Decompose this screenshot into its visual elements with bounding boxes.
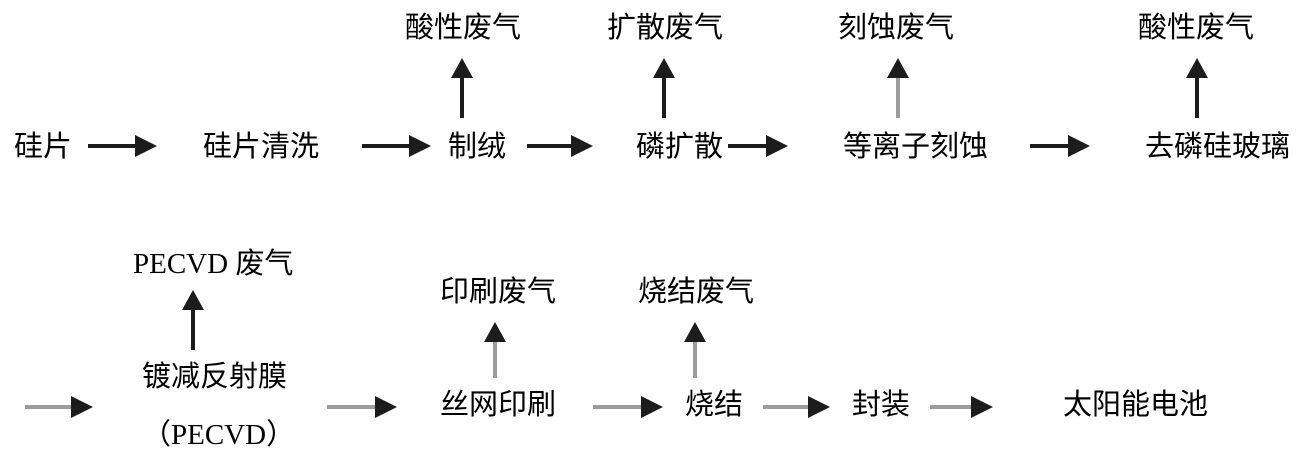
emission-arrow-up-sintering <box>684 322 706 378</box>
arrow-head <box>887 58 909 78</box>
arrow-head <box>971 396 993 418</box>
step-encapsulation: 封装 <box>852 389 911 421</box>
arrow-stem <box>662 74 666 118</box>
arrow-head <box>641 396 663 418</box>
flow-arrow-texturing-to-diffusion <box>527 135 593 157</box>
arrow-stem <box>327 405 381 409</box>
emission-arrow-up-printing <box>484 322 506 378</box>
flow-arrow-wafer-to-cleaning <box>88 135 157 157</box>
arrow-head <box>135 135 157 157</box>
step-arc-coating: 镀减反射膜 <box>142 361 288 393</box>
flow-arrow-cleaning-to-texturing <box>362 135 431 157</box>
arrow-stem <box>1030 144 1074 148</box>
step-texturing: 制绒 <box>448 131 507 163</box>
arrow-head <box>484 322 506 342</box>
arrow-stem <box>88 144 141 148</box>
flow-arrow-etching-to-psg <box>1030 135 1090 157</box>
arrow-head <box>409 135 431 157</box>
arrow-head <box>1186 58 1208 78</box>
arrow-stem <box>493 338 497 378</box>
flow-arrow-coating-to-printing <box>327 396 397 418</box>
arrow-stem <box>728 144 772 148</box>
step-arc-coating-sublabel: （PECVD） <box>142 419 296 451</box>
flow-arrow-diffusion-to-etching <box>728 135 788 157</box>
arrow-stem <box>191 306 195 350</box>
emission-label-sintering-gas: 烧结废气 <box>638 276 755 308</box>
emission-arrow-up-diffusion <box>653 58 675 118</box>
arrow-stem <box>25 405 77 409</box>
step-solar-cell: 太阳能电池 <box>1063 389 1209 421</box>
arrow-head <box>684 322 706 342</box>
arrow-head <box>808 396 830 418</box>
arrow-stem <box>527 144 577 148</box>
arrow-head <box>571 135 593 157</box>
emission-arrow-up-texturing <box>451 58 473 118</box>
arrow-stem <box>460 74 464 118</box>
step-screen-printing: 丝网印刷 <box>440 389 557 421</box>
emission-label-acid-gas-texturing: 酸性废气 <box>405 12 522 44</box>
arrow-stem <box>593 405 647 409</box>
emission-label-pecvd-gas: PECVD 废气 <box>133 248 294 280</box>
arrow-head <box>766 135 788 157</box>
emission-arrow-up-psg <box>1186 58 1208 118</box>
flow-arrow-sintering-to-encapsulation <box>763 396 830 418</box>
arrow-stem <box>930 405 977 409</box>
emission-arrow-up-pecvd <box>182 290 204 350</box>
emission-label-acid-gas-psg: 酸性废气 <box>1138 12 1255 44</box>
flow-arrow-wrap-to-coating <box>25 396 93 418</box>
arrow-head <box>451 58 473 78</box>
step-psg-removal: 去磷硅玻璃 <box>1145 131 1291 163</box>
step-plasma-etching: 等离子刻蚀 <box>843 131 989 163</box>
emission-label-diffusion-gas: 扩散废气 <box>607 12 724 44</box>
arrow-stem <box>896 74 900 118</box>
flow-arrow-encapsulation-to-solarcell <box>930 396 993 418</box>
flow-arrow-printing-to-sintering <box>593 396 663 418</box>
arrow-stem <box>693 338 697 378</box>
emission-label-printing-gas: 印刷废气 <box>440 276 557 308</box>
arrow-stem <box>1195 74 1199 118</box>
emission-arrow-up-etching <box>887 58 909 118</box>
arrow-stem <box>362 144 415 148</box>
arrow-head <box>71 396 93 418</box>
arrow-stem <box>763 405 814 409</box>
arrow-head <box>1068 135 1090 157</box>
arrow-head <box>182 290 204 310</box>
arrow-head <box>375 396 397 418</box>
step-phosphorus-diffusion: 磷扩散 <box>636 131 724 163</box>
step-wafer-cleaning: 硅片清洗 <box>203 131 320 163</box>
step-silicon-wafer: 硅片 <box>14 131 73 163</box>
step-sintering: 烧结 <box>685 389 744 421</box>
emission-label-etching-gas: 刻蚀废气 <box>838 12 955 44</box>
arrow-head <box>653 58 675 78</box>
